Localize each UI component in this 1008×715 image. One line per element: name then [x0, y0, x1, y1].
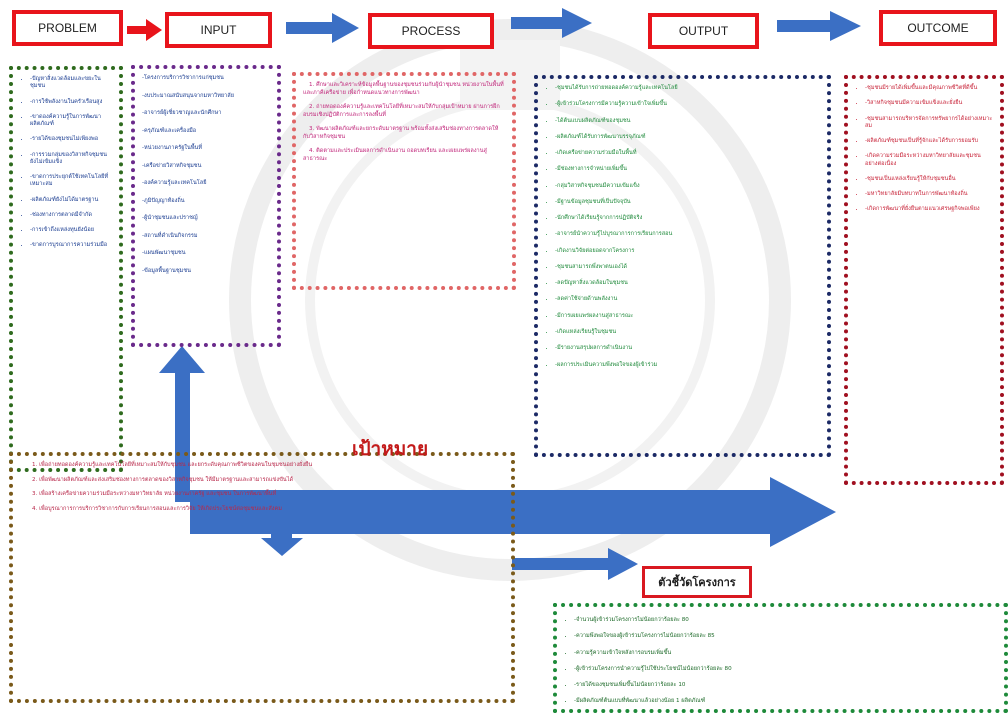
arrow-goal-to-indicator: [512, 548, 638, 580]
indicator-item: -จำนวนผู้เข้าร่วมโครงการไม่น้อยกว่าร้อยล…: [574, 617, 997, 624]
problem-item: -ขาดการบูรณาการความร่วมมือ: [30, 242, 112, 249]
indicator-title-label: ตัวชี้วัดโครงการ: [658, 576, 736, 589]
output-item: -ชุมชนสามารถพึ่งพาตนเองได้: [555, 264, 820, 271]
arrow-goal-to-process: [159, 346, 205, 502]
input-item: -ข้อมูลพื้นฐานชุมชน: [142, 268, 191, 275]
input-item: -งบประมาณสนับสนุนจากมหาวิทยาลัย: [142, 92, 235, 99]
input-item: -แผนพัฒนาชุมชน: [142, 250, 186, 257]
output-item: -กลุ่มวิสาหกิจชุมชนมีความเข้มแข็ง: [555, 183, 820, 190]
process-step: 3. พัฒนาผลิตภัณฑ์และยกระดับมาตรฐาน พร้อม…: [303, 126, 499, 140]
input-header-label: INPUT: [200, 23, 237, 37]
goal-paragraph: 1. เพื่อถ่ายทอดองค์ความรู้และเทคโนโลยีที…: [32, 462, 313, 468]
input-item: -อาจารย์ผู้เชี่ยวชาญและนักศึกษา: [142, 110, 222, 117]
indicator-box: -จำนวนผู้เข้าร่วมโครงการไม่น้อยกว่าร้อยล…: [553, 603, 1008, 713]
output-item: -อาจารย์นำความรู้ไปบูรณาการการเรียนการสอ…: [555, 231, 820, 238]
outcome-item: -ชุมชนมีรายได้เพิ่มขึ้นและมีคุณภาพชีวิตท…: [865, 85, 993, 92]
problem-item: -รายได้ของชุมชนไม่เพียงพอ: [30, 136, 112, 143]
arrow-goal-down: [261, 520, 303, 556]
input-item: -เครือข่ายวิสาหกิจชุมชน: [142, 162, 202, 169]
output-item: -เกิดแหล่งเรียนรู้ในชุมชน: [555, 329, 820, 336]
indicator-item: -ความพึงพอใจของผู้เข้าร่วมโครงการไม่น้อย…: [574, 633, 997, 640]
input-item: -ภูมิปัญญาท้องถิ่น: [142, 197, 185, 204]
input-header: INPUT: [165, 12, 272, 48]
output-box: -ชุมชนได้รับการถ่ายทอดองค์ความรู้และเทคโ…: [534, 75, 831, 457]
output-item: -นักศึกษาได้เรียนรู้จากการปฏิบัติจริง: [555, 215, 820, 222]
process-header-label: PROCESS: [401, 24, 461, 38]
goal-box: 1. เพื่อถ่ายทอดองค์ความรู้และเทคโนโลยีที…: [9, 452, 515, 703]
indicator-item: -ผู้เข้าร่วมโครงการนำความรู้ไปใช้ประโยชน…: [574, 666, 997, 673]
outcome-item: -เกิดการพัฒนาที่ยั่งยืนตามแนวเศรษฐกิจพอเ…: [865, 206, 993, 213]
arrow-process-to-output: [511, 8, 592, 38]
outcome-header-label: OUTCOME: [907, 21, 969, 35]
output-list: -ชุมชนได้รับการถ่ายทอดองค์ความรู้และเทคโ…: [545, 85, 820, 369]
outcome-item: -มหาวิทยาลัยมีบทบาทในการพัฒนาท้องถิ่น: [865, 191, 993, 198]
input-item: -หน่วยงานภาครัฐในพื้นที่: [142, 145, 203, 152]
problem-item: -ขาดการประยุกต์ใช้เทคโนโลยีที่เหมาะสม: [30, 174, 112, 189]
input-item: -สถานที่ดำเนินกิจกรรม: [142, 232, 198, 239]
problem-header-label: PROBLEM: [38, 21, 97, 35]
outcome-list: -ชุมชนมีรายได้เพิ่มขึ้นและมีคุณภาพชีวิตท…: [855, 85, 993, 214]
outcome-item: -ชุมชนเป็นแหล่งเรียนรู้ให้กับชุมชนอื่น: [865, 176, 993, 183]
outcome-item: -ชุมชนสามารถบริหารจัดการทรัพยากรได้อย่าง…: [865, 116, 993, 131]
problem-item: -การรวมกลุ่มของวิสาหกิจชุมชนยังไม่เข้มแข…: [30, 152, 112, 167]
input-item: -ครุภัณฑ์และเครื่องมือ: [142, 127, 197, 134]
problem-list: -ปัญหาสิ่งแวดล้อมและขยะในชุมชน -การใช้พล…: [20, 76, 112, 250]
output-item: -มีช่องทางการจำหน่ายเพิ่มขึ้น: [555, 166, 820, 173]
output-item: -มีฐานข้อมูลชุมชนที่เป็นปัจจุบัน: [555, 199, 820, 206]
problem-box: -ปัญหาสิ่งแวดล้อมและขยะในชุมชน -การใช้พล…: [9, 66, 123, 472]
process-step: 2. ถ่ายทอดองค์ความรู้และเทคโนโลยีที่เหมา…: [303, 104, 500, 118]
output-item: -ผู้เข้าร่วมโครงการมีความรู้ความเข้าใจเพ…: [555, 101, 820, 108]
outcome-item: -วิสาหกิจชุมชนมีความเข้มแข็งและยั่งยืน: [865, 100, 993, 107]
process-step: 1. ศึกษาและวิเคราะห์ข้อมูลพื้นฐานของชุมช…: [303, 82, 504, 96]
indicator-list: -จำนวนผู้เข้าร่วมโครงการไม่น้อยกว่าร้อยล…: [564, 617, 997, 706]
goal-label: เป้าหมาย: [352, 438, 429, 460]
arrow-input-to-process: [286, 13, 359, 43]
outcome-item: -ผลิตภัณฑ์ชุมชนเป็นที่รู้จักและได้รับการ…: [865, 138, 993, 145]
input-item: -องค์ความรู้และเทคโนโลยี: [142, 180, 207, 187]
indicator-title: ตัวชี้วัดโครงการ: [642, 566, 752, 598]
indicator-item: -รายได้ของชุมชนเพิ่มขึ้นไม่น้อยกว่าร้อยล…: [574, 682, 997, 689]
input-item: -โครงการบริการวิชาการแก่ชุมชน: [142, 75, 224, 81]
input-box: -โครงการบริการวิชาการแก่ชุมชน -งบประมาณส…: [131, 65, 281, 347]
outcome-box: -ชุมชนมีรายได้เพิ่มขึ้นและมีคุณภาพชีวิตท…: [844, 75, 1004, 485]
goal-paragraph: 2. เพื่อพัฒนาผลิตภัณฑ์และส่งเสริมช่องทาง…: [32, 476, 294, 483]
output-item: -ได้ต้นแบบผลิตภัณฑ์ของชุมชน: [555, 118, 820, 125]
arrow-output-to-outcome: [777, 11, 861, 41]
process-step: 4. ติดตามและประเมินผลการดำเนินงาน ถอดบทเ…: [303, 148, 487, 162]
problem-item: -ขาดองค์ความรู้ในการพัฒนาผลิตภัณฑ์: [30, 114, 112, 129]
output-item: -ชุมชนได้รับการถ่ายทอดองค์ความรู้และเทคโ…: [555, 85, 820, 92]
output-item: -มีรายงานสรุปผลการดำเนินงาน: [555, 345, 820, 352]
output-header-label: OUTPUT: [678, 24, 729, 38]
indicator-item: -มีผลิตภัณฑ์ต้นแบบที่พัฒนาแล้วอย่างน้อย …: [574, 698, 997, 705]
problem-header: PROBLEM: [12, 10, 123, 46]
output-item: -มีการเผยแพร่ผลงานสู่สาธารณะ: [555, 313, 820, 320]
goal-paragraph: 4. เพื่อบูรณาการการบริการวิชาการกับการเร…: [32, 505, 282, 512]
problem-item: -การเข้าถึงแหล่งทุนยังน้อย: [30, 227, 112, 234]
goal-paragraph: 3. เพื่อสร้างเครือข่ายความร่วมมือระหว่าง…: [32, 491, 277, 498]
output-item: -เกิดเครือข่ายความร่วมมือในพื้นที่: [555, 150, 820, 157]
output-item: -ลดค่าใช้จ่ายด้านพลังงาน: [555, 296, 820, 303]
problem-item: -ปัญหาสิ่งแวดล้อมและขยะในชุมชน: [30, 76, 112, 91]
output-item: -ผลิตภัณฑ์ได้รับการพัฒนาบรรจุภัณฑ์: [555, 134, 820, 141]
output-item: -ลดปัญหาสิ่งแวดล้อมในชุมชน: [555, 280, 820, 287]
outcome-header: OUTCOME: [879, 10, 997, 46]
output-item: -ผลการประเมินความพึงพอใจของผู้เข้าร่วม: [555, 362, 820, 369]
problem-item: -ผลิตภัณฑ์ยังไม่ได้มาตรฐาน: [30, 197, 112, 204]
arrow-problem-to-input: [127, 19, 162, 41]
output-item: -เกิดงานวิจัยต่อยอดจากโครงการ: [555, 248, 820, 255]
problem-item: -ช่องทางการตลาดมีจำกัด: [30, 212, 112, 219]
problem-item: -การใช้พลังงานในครัวเรือนสูง: [30, 99, 112, 106]
process-header: PROCESS: [368, 13, 494, 49]
input-item: -ผู้นำชุมชนและปราชญ์: [142, 215, 198, 222]
process-box: 1. ศึกษาและวิเคราะห์ข้อมูลพื้นฐานของชุมช…: [292, 72, 516, 290]
outcome-item: -เกิดความร่วมมือระหว่างมหาวิทยาลัยและชุม…: [865, 153, 993, 168]
indicator-item: -ความรู้ความเข้าใจหลังการอบรมเพิ่มขึ้น: [574, 650, 997, 657]
output-header: OUTPUT: [648, 13, 759, 49]
